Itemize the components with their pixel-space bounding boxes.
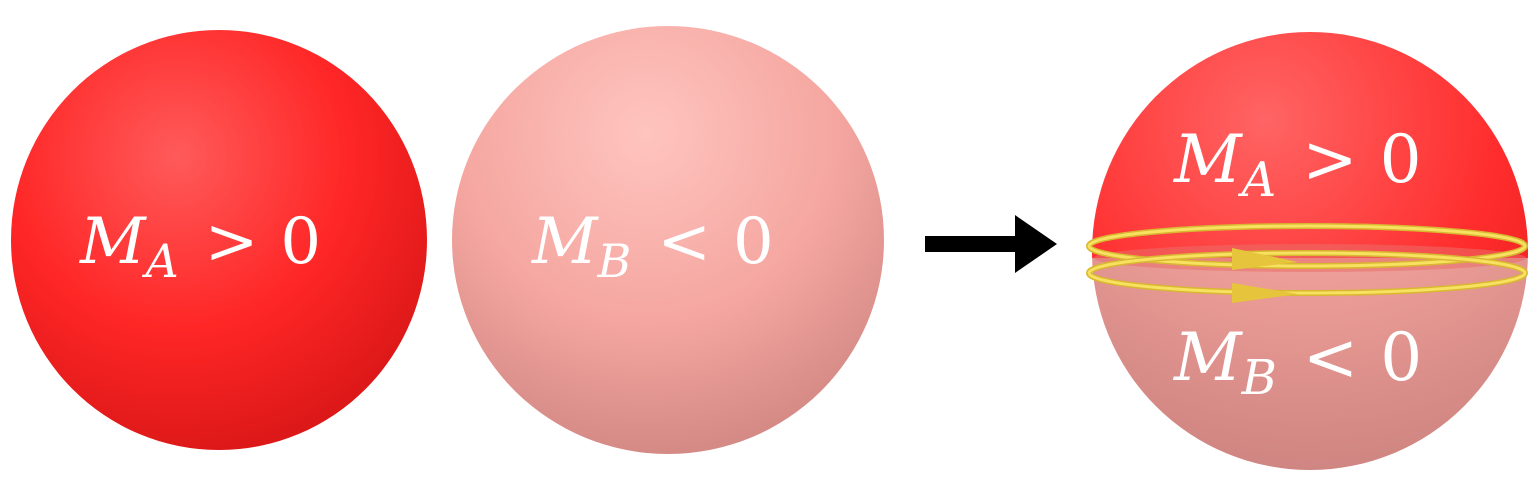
combined-bottom-half <box>1092 258 1528 470</box>
current-arrow-icon <box>1232 248 1298 270</box>
current-arrow-icon <box>1232 283 1298 303</box>
sphere-b: MB<0 <box>452 26 884 454</box>
sphere-b-body <box>452 26 884 454</box>
sphere-b-label: MB<0 <box>531 205 774 288</box>
sphere-a-label: MA>0 <box>79 205 321 288</box>
combined-top-label: MA>0 <box>1173 121 1422 208</box>
sphere-a: MA>0 <box>11 30 427 450</box>
combined-sphere: MA>0 MB<0 <box>1086 32 1528 470</box>
combined-bottom-label: MB<0 <box>1173 319 1422 406</box>
edge-current-rings <box>1086 223 1528 303</box>
combined-top-half <box>1092 32 1528 258</box>
sphere-a-body <box>11 30 427 450</box>
right-arrow-icon <box>925 215 1057 273</box>
